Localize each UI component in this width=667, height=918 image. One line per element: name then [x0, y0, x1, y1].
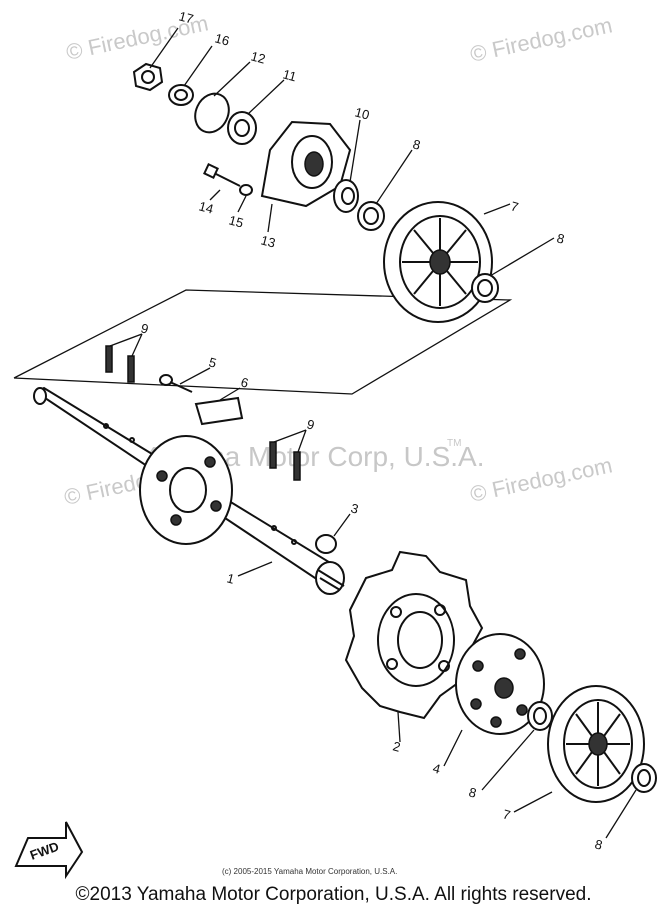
callout-12: 12: [249, 48, 267, 66]
part-16-washer: [168, 84, 194, 106]
part-6-bracket: [194, 396, 244, 426]
part-2-drive-sprocket: [344, 550, 484, 720]
part-17-nut: [132, 62, 164, 92]
watermark-mid-right: © Firedog.com: [468, 452, 615, 507]
part-8-washer-right: [471, 273, 499, 303]
callout-2: 2: [391, 738, 402, 754]
part-14-bolt: [203, 163, 241, 187]
part-7-wheel-upper: [383, 201, 493, 323]
callout-9a: 9: [139, 320, 150, 336]
fwd-arrow: FWD: [14, 821, 84, 880]
callout-1: 1: [225, 570, 236, 586]
part-5-bolt: [159, 374, 193, 393]
callout-16: 16: [213, 30, 231, 48]
part-4-hub-plate: [455, 633, 545, 735]
callout-9b: 9: [305, 416, 316, 432]
callout-3: 3: [349, 500, 360, 516]
part-10-bearing: [333, 179, 359, 213]
part-9-pins-left: [105, 345, 135, 383]
small-copyright: (c) 2005-2015 Yamaha Motor Corporation, …: [222, 867, 397, 876]
footer-copyright: ©2013 Yamaha Motor Corporation, U.S.A. A…: [75, 884, 592, 905]
callout-numbers: 17 16 12 11 10 8 7 8 14 15 13 9 5 6 9 3 …: [139, 8, 604, 852]
shaft-spline: [315, 561, 345, 595]
callout-11: 11: [281, 66, 298, 84]
part-12-circlip: [194, 92, 230, 134]
part-8-washer-mid: [527, 701, 553, 731]
part-9-pins-right: [269, 441, 301, 481]
part-8-washer-lower: [631, 763, 657, 793]
callout-10: 10: [353, 104, 371, 122]
sprocket-hub-left: [139, 435, 233, 545]
callout-8b: 8: [555, 230, 566, 246]
callout-8d: 8: [593, 836, 604, 852]
part-3-collar: [315, 534, 337, 554]
watermark-top-right: © Firedog.com: [468, 12, 615, 67]
leader-lines: [109, 27, 637, 839]
part-13-housing: [260, 120, 352, 208]
callout-15: 15: [227, 212, 245, 230]
part-11-bearing: [227, 111, 257, 145]
callout-7a: 7: [509, 198, 520, 214]
callout-17: 17: [177, 8, 195, 26]
callout-8a: 8: [411, 136, 422, 152]
callout-4: 4: [431, 760, 442, 776]
part-15-washer: [239, 184, 253, 196]
part-7-wheel-lower: [547, 685, 645, 803]
callout-6: 6: [239, 374, 250, 390]
watermark-tm: TM: [447, 438, 461, 449]
callout-5: 5: [207, 354, 218, 370]
callout-7b: 7: [501, 806, 512, 822]
part-8-washer-upper: [357, 201, 385, 231]
callout-14: 14: [197, 198, 215, 216]
callout-13: 13: [259, 232, 277, 250]
callout-8c: 8: [467, 784, 478, 800]
